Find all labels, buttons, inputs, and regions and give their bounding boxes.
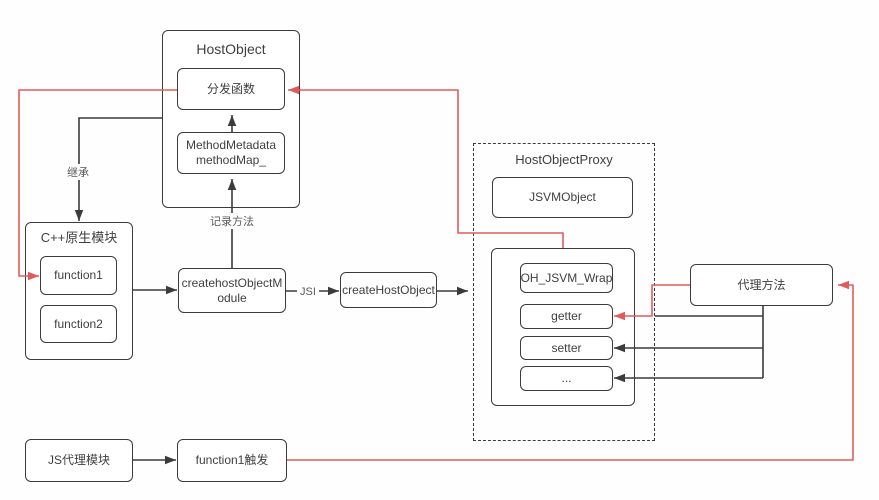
host-object-title: HostObject <box>196 41 266 57</box>
cpp-native-module-title: C++原生模块 <box>40 230 118 245</box>
oh-jsvm-wrap-box: OH_JSVM_Wrap <box>520 263 613 293</box>
create-host-object-module-box: createhostObjectM odule <box>178 268 286 313</box>
js-proxy-module-box: JS代理模块 <box>25 439 133 482</box>
record-method-edge-label: 记录方法 <box>207 213 257 229</box>
setter-label: setter <box>551 340 582 355</box>
more-methods-label: ... <box>561 371 572 385</box>
jsi-edge-label: JSI <box>297 286 319 298</box>
function1-box: function1 <box>40 256 117 295</box>
proxy-method-label: 代理方法 <box>737 277 786 292</box>
create-host-object-label: createHostObject <box>342 282 435 297</box>
host-object-proxy-title: HostObjectProxy <box>515 152 613 167</box>
getter-box: getter <box>520 304 613 329</box>
function1-trigger-box: function1触发 <box>177 439 287 482</box>
method-metadata-line2: methodMap_ <box>195 153 267 167</box>
js-proxy-module-label: JS代理模块 <box>47 453 110 467</box>
jsvm-object-box: JSVMObject <box>492 177 633 218</box>
create-host-object-module-line2: odule <box>217 290 247 305</box>
method-metadata-box: MethodMetadata methodMap_ <box>177 132 285 174</box>
function2-label: function2 <box>54 316 103 331</box>
create-host-object-module-line1: createhostObjectM <box>181 275 283 290</box>
setter-box: setter <box>520 336 613 360</box>
dispatch-function-label: 分发函数 <box>206 81 255 96</box>
function1-trigger-label: function1触发 <box>195 453 269 467</box>
more-methods-box: ... <box>520 366 613 391</box>
host-object-container: HostObject <box>162 30 300 208</box>
jsvm-object-label: JSVMObject <box>529 190 596 204</box>
inherit-edge-label: 继承 <box>64 164 92 180</box>
getter-label: getter <box>551 309 582 323</box>
oh-jsvm-wrap-label: OH_JSVM_Wrap <box>520 270 613 285</box>
method-metadata-line1: MethodMetadata <box>185 138 277 152</box>
function2-box: function2 <box>40 305 117 343</box>
function1-label: function1 <box>54 268 103 282</box>
dispatch-function-box: 分发函数 <box>177 68 285 110</box>
create-host-object-box: createHostObject <box>340 272 437 308</box>
proxy-method-box: 代理方法 <box>690 264 833 306</box>
